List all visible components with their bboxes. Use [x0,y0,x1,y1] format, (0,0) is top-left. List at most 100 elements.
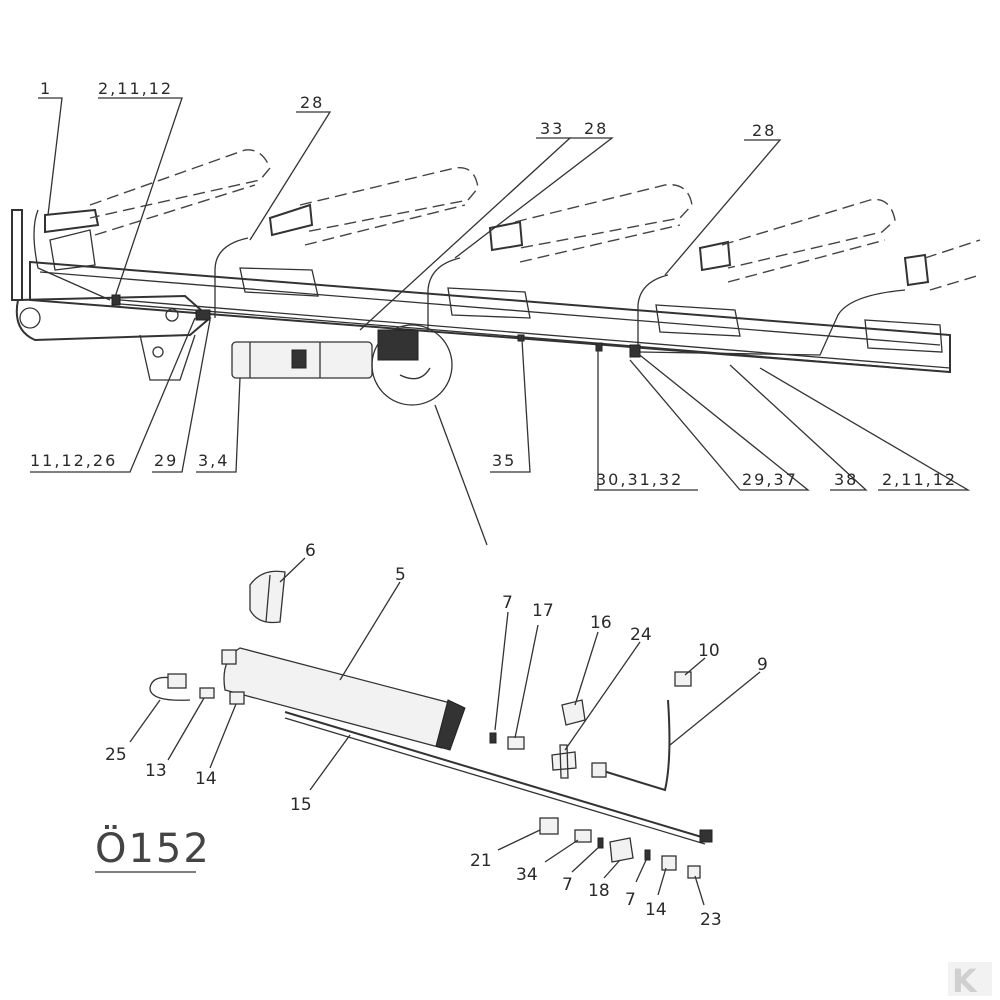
leader-14b [657,867,667,896]
lower-arm [15,294,212,342]
callout-label: 11,12,26 [30,451,117,470]
tine-hose [214,237,249,318]
tine-hose [33,209,111,301]
callout-label: 30,31,32 [596,470,683,489]
leader-28-b [454,137,614,259]
washer-7 [489,732,497,744]
callout-label: 7 [625,890,636,910]
leader-16 [574,631,599,706]
tine-hose [427,257,461,332]
pump-block [377,329,419,361]
hose-9 [599,699,671,792]
tine-unit-2 [214,166,479,318]
leader-28-a [249,111,332,241]
callout-label: 2,11,12 [98,79,173,98]
tine-arm-dashed [89,149,271,219]
arm-hole [165,308,179,322]
callout-label: 28 [584,119,608,138]
callout-label: 29 [154,451,178,470]
fitting [595,342,603,352]
detail-leaders [129,557,761,906]
fitting-23 [687,865,701,879]
callout-label: 15 [290,795,312,815]
callout-label: 7 [562,875,573,895]
callout-label: 3,4 [198,451,229,470]
mount-bracket [139,334,196,381]
leader-7 [494,611,509,731]
fitting-13 [199,687,215,699]
fitting-34 [574,829,592,843]
callout-label: 10 [698,641,720,661]
fitting-14b [661,855,677,871]
tine-hose [637,274,669,348]
tine-bracket [49,229,96,271]
tine-arm-dashed [721,198,896,269]
supply-pipe-2 [119,303,951,373]
callout-label: 38 [834,470,858,489]
elbow-pipe [149,676,191,701]
tine-arm-dashed [924,239,981,259]
clamp-ring-edge [265,574,271,623]
tine-hose [639,289,906,356]
leader-13 [167,697,205,761]
leader-11-12-26 [30,317,196,473]
fitting-17 [507,736,525,750]
callout-label: 9 [757,655,768,675]
leader-2-11-12 [98,97,183,301]
callout-label: 1 [40,79,52,98]
leader-9 [669,671,761,746]
tine-bracket [447,287,531,319]
leader-25 [129,699,161,743]
tine-unit-5 [639,239,981,356]
tine-unit-1 [33,149,271,301]
drawing-code: Ö152 [95,824,211,872]
leader-7b [571,845,601,873]
detail-leader [434,404,488,546]
callout-label: 17 [532,601,554,621]
pump-hose [399,367,431,380]
leader-2-11-12-b [759,367,971,491]
leader-21 [497,829,541,851]
leader-24 [564,641,641,751]
callout-label: 33 [540,119,564,138]
fitting [517,334,525,342]
fitting [111,294,121,306]
fitting-21 [539,817,559,835]
callout-label: 16 [590,613,612,633]
callout-label: 14 [195,769,217,789]
callout-label: 23 [700,910,722,930]
tee-24 [551,744,577,779]
supply-pipe [119,299,951,369]
callout-label: 13 [145,761,167,781]
collar-16 [561,699,586,726]
exploded-view [149,570,713,879]
tine-mount [698,240,732,272]
leader-14 [209,703,237,769]
leader-10 [684,657,706,676]
logo-background [948,962,992,996]
leader-29-37 [629,351,810,491]
tine-arm-dashed-2 [727,239,886,283]
fitting-14 [229,691,245,705]
leader-38 [729,364,868,491]
fitting-10 [674,671,692,687]
tine-mount [903,253,930,287]
leader-34 [544,839,579,863]
frame-assembly [11,149,981,406]
tine-bracket [864,319,943,353]
tine-arm-dashed-2 [304,204,466,246]
leader-6 [279,557,306,583]
callout-label: 35 [492,451,516,470]
washer-7b [597,837,604,849]
logo-glyph: K [952,962,978,1000]
hose-9-nut [591,762,607,778]
callout-label: 5 [395,565,406,585]
cylinder-cap [221,649,237,665]
frame-end-plate [11,209,23,301]
leader-28-c [664,139,782,276]
upper-callouts: 1 2,11,12 28 33 28 28 11,12,26 29 3,4 35… [30,79,955,489]
fitting [195,309,211,321]
leader-23 [694,875,705,906]
callout-label: 14 [645,900,667,920]
